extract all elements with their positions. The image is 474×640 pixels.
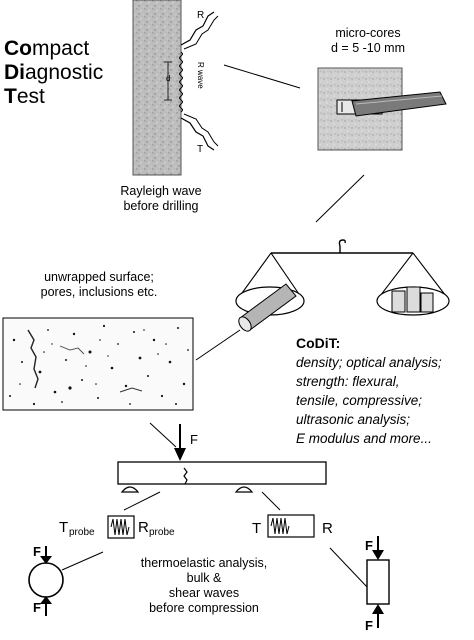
transducer-t-shape [180,117,215,151]
label-t: T [197,144,203,155]
title-initial-di: Di [4,61,25,84]
r-probe-subscript: probe [149,527,175,538]
connector-line [315,174,365,223]
codit-list: CoDiT: density; optical analysis; streng… [296,334,472,448]
thermo-caption-line4: before compression [149,601,259,615]
connector-line [329,547,369,589]
connector-line [61,551,104,571]
label-r-wave: R wave [196,62,205,89]
distance-d-label: d [166,74,170,83]
r-label: R [322,520,333,537]
surface-caption: unwrapped surface; pores, inclusions etc… [18,270,180,300]
rayleigh-caption: Rayleigh wave before drilling [101,184,221,214]
codit-item: ultrasonic analysis; [296,412,411,427]
title-line-compact: Compact [4,37,89,60]
balance-scale [235,239,450,332]
unwrapped-surface-image [2,317,194,411]
thermo-caption-line1: thermoelastic analysis, [140,556,268,570]
label-r: R [197,10,204,21]
prism-force-top: F [365,538,373,553]
title-initial-co: Co [4,37,32,60]
transducer-r-shape [180,11,215,46]
prism-specimen: F F [365,536,390,633]
microcores-caption-line2: d = 5 -10 mm [331,41,405,55]
connector-line [223,64,301,89]
connector-line [123,491,161,511]
connector-line [149,422,177,448]
rayleigh-wave-line [179,51,183,113]
codit-item: density; optical analysis; [296,355,442,370]
disk-specimen: F F [28,544,64,616]
t-probe-label: T [59,519,68,536]
microcores-caption-line1: micro-cores [335,26,401,40]
codit-heading: CoDiT: [296,335,341,351]
flexural-beam: F [117,424,327,493]
connector-line [261,491,281,511]
beam-force-label: F [190,432,198,447]
prism-force-bottom: F [365,618,373,633]
probe-pair-left: T probe R probe [59,515,175,539]
thermo-caption-line3: shear waves [168,586,240,600]
title-initial-t: T [4,85,17,108]
surface-caption-line1: unwrapped surface; [44,270,154,284]
title-rest-diagnostic: agnostic [25,61,104,84]
microcores-caption: micro-cores d = 5 -10 mm [318,26,418,56]
title-rest-test: est [16,85,45,108]
rayleigh-caption-line2: before drilling [123,199,199,213]
thermo-caption-line2: bulk & [186,571,222,585]
microcores-specimen [317,67,447,151]
title-rest-compact: mpact [32,37,90,60]
disk-force-bottom: F [33,600,41,615]
disk-force-top: F [33,544,41,559]
rayleigh-caption-line1: Rayleigh wave [120,184,202,198]
t-probe-subscript: probe [69,527,95,538]
title-line-test: Test [4,85,45,108]
t-label: T [252,520,261,537]
title-line-diagnostic: Diagnostic [4,61,103,84]
thermo-caption: thermoelastic analysis, bulk & shear wav… [116,556,292,616]
r-probe-label: R [138,519,149,536]
probe-pair-right: T R [252,514,333,538]
surface-caption-line2: pores, inclusions etc. [40,285,158,299]
connector-line [195,329,241,361]
codit-item: E modulus and more... [296,431,432,446]
rayleigh-specimen: d R T R wave [132,0,219,176]
codit-item: tensile, compressive; [296,393,423,408]
codit-item: strength: flexural, [296,374,400,389]
